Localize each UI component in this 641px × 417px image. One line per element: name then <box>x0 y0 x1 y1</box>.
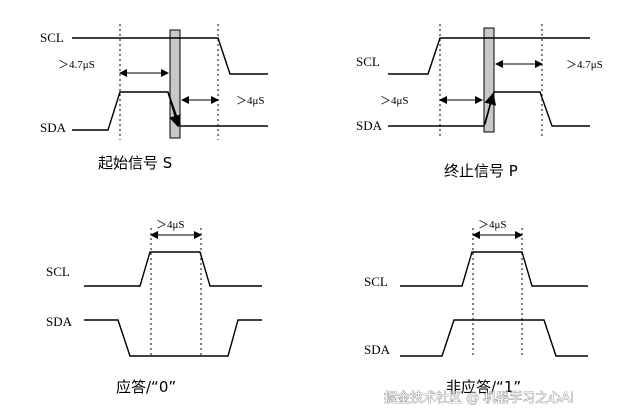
ack-t-label: ＞4μS <box>156 219 185 231</box>
start-scl-label: SCL <box>40 30 64 45</box>
stop-transition-arrow <box>484 92 497 125</box>
stop-setup-window <box>483 27 495 133</box>
start-t2-label: ＞4μS <box>236 95 265 107</box>
nack-panel: SCL SDA ＞4μS 非应答/“1” <box>364 219 588 396</box>
stop-t1-label: ＞4μS <box>380 95 409 107</box>
stop-scl-waveform <box>388 37 590 75</box>
stop-condition-panel: SCL SDA ＞4μS ＞4.7μS 终止信号 P <box>356 24 603 180</box>
ack-panel: SCL SDA ＞4μS 应答/“0” <box>46 219 262 396</box>
start-caption: 起始信号 S <box>98 154 172 172</box>
nack-scl-label: SCL <box>364 274 388 289</box>
start-transition-arrow <box>167 91 181 128</box>
ack-caption: 应答/“0” <box>116 378 176 396</box>
stop-t2-label: ＞4.7μS <box>566 59 603 71</box>
nack-t-label: ＞4μS <box>478 219 507 231</box>
start-sda-waveform <box>72 91 268 131</box>
stop-caption: 终止信号 P <box>444 162 518 180</box>
start-t1-label: ＞4.7μS <box>58 59 95 71</box>
ack-scl-waveform <box>84 251 262 287</box>
start-scl-waveform <box>72 37 268 75</box>
ack-sda-waveform <box>84 319 262 357</box>
nack-caption: 非应答/“1” <box>446 378 521 396</box>
start-sda-label: SDA <box>40 120 67 135</box>
nack-sda-waveform <box>400 319 588 357</box>
nack-scl-waveform <box>400 251 588 287</box>
nack-sda-label: SDA <box>364 342 391 357</box>
start-setup-window <box>169 29 181 139</box>
stop-sda-label: SDA <box>356 118 383 133</box>
watermark: 掘金技术社区 @ 机器学习之心AI <box>384 390 574 406</box>
ack-sda-label: SDA <box>46 314 73 329</box>
stop-scl-label: SCL <box>356 54 380 69</box>
start-condition-panel: SCL SDA ＞4.7μS ＞4μS 起始信号 S <box>40 24 268 172</box>
stop-sda-waveform <box>388 91 590 127</box>
ack-scl-label: SCL <box>46 264 70 279</box>
